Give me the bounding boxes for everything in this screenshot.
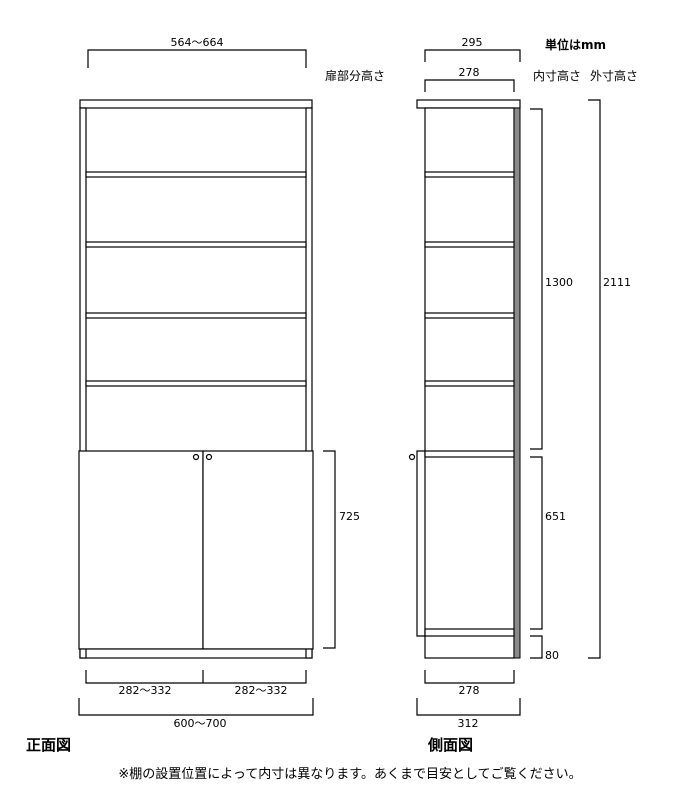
side-bottom-shelf (424, 628, 515, 637)
dim-bracket (530, 108, 543, 450)
side-shelf (424, 171, 515, 178)
dim-lower-inner-height: 651 (545, 510, 566, 523)
inner-height-label: 内寸高さ (533, 68, 581, 83)
dim-bracket (323, 450, 336, 649)
dim-bracket (424, 49, 521, 62)
side-shelf (424, 241, 515, 248)
right-door-knob-icon (205, 453, 213, 461)
dim-bracket (530, 635, 543, 659)
dim-inner-width: 564〜664 (171, 36, 224, 49)
dim-upper-inner-height: 1300 (545, 276, 573, 289)
dim-right-door-width: 282〜332 (235, 684, 288, 697)
front-shelf (85, 241, 307, 248)
dim-door-height: 725 (339, 510, 360, 523)
dim-outer-width: 600〜700 (174, 717, 227, 730)
side-shelf (424, 312, 515, 319)
dim-bracket (530, 456, 543, 630)
dim-bracket (588, 99, 601, 659)
front-shelf (85, 171, 307, 178)
door-height-label: 扉部分高さ (325, 68, 385, 83)
right-door (202, 450, 314, 650)
left-door (78, 450, 204, 650)
side-door-knob-icon (408, 453, 416, 461)
dim-bracket (416, 698, 521, 716)
front-shelf (85, 380, 307, 387)
side-shelf (424, 450, 515, 458)
front-shelf (85, 312, 307, 319)
front-top-board (79, 99, 313, 109)
dim-bracket (424, 670, 515, 684)
front-view-title: 正面図 (26, 736, 71, 754)
footnote: ※棚の設置位置によって内寸は異なります。あくまで目安としてご覧ください。 (118, 766, 581, 782)
front-view: 564〜664 扉部分高さ 725 282〜332 282〜332 600〜70… (26, 36, 385, 754)
front-base (79, 648, 313, 659)
side-view: 295 278 単位はmm 内寸高さ 外寸高さ 1300 651 80 2111… (408, 36, 638, 754)
unit-note: 単位はmm (545, 37, 606, 52)
dim-inner-depth-bottom: 278 (459, 684, 480, 697)
side-shelf (424, 380, 515, 387)
side-view-title: 側面図 (427, 736, 473, 754)
side-top-board (416, 99, 521, 109)
dim-bracket (87, 49, 307, 68)
dim-left-door-width: 282〜332 (119, 684, 172, 697)
side-door (416, 450, 425, 637)
dim-top-depth: 295 (462, 36, 483, 49)
dim-bracket (424, 79, 515, 92)
dim-bracket (85, 670, 307, 684)
back-panel (513, 107, 521, 659)
left-door-knob-icon (192, 453, 200, 461)
dim-bracket (78, 698, 314, 716)
outer-height-label: 外寸高さ (590, 68, 638, 83)
dim-outer-depth: 312 (458, 717, 479, 730)
dim-outer-height: 2111 (603, 276, 631, 289)
dim-inner-depth-top: 278 (459, 66, 480, 79)
dim-base-height: 80 (545, 649, 559, 662)
